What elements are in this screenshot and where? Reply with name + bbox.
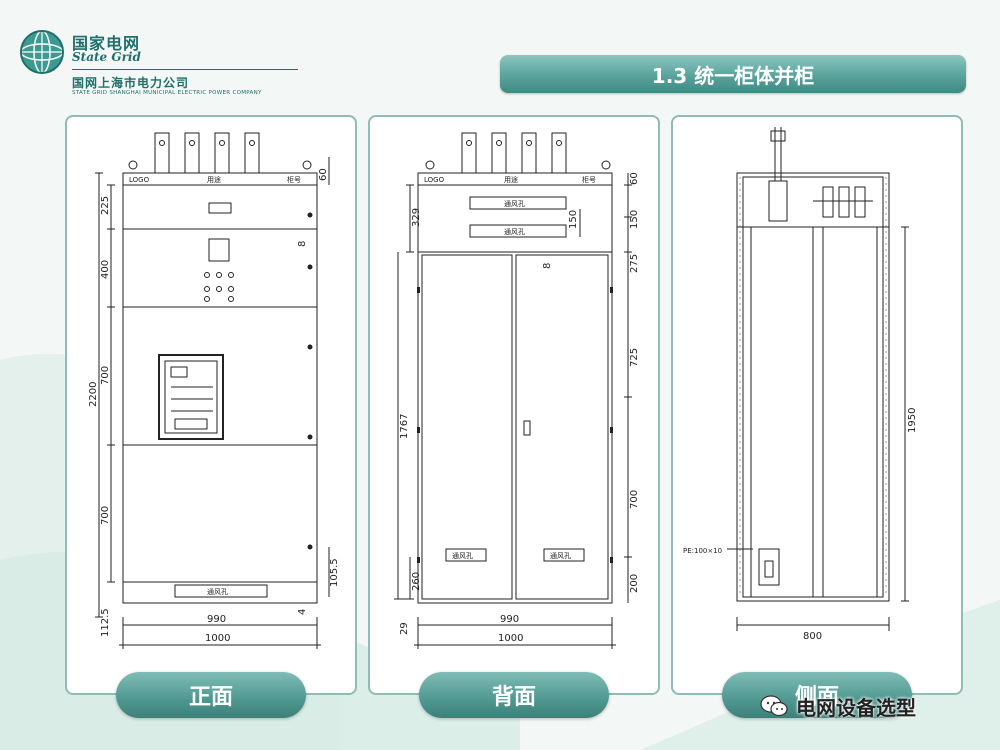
back-dim-150: 150	[629, 210, 640, 229]
side-dim-800: 800	[803, 631, 822, 642]
back-vent-top-1: 通风孔	[504, 199, 525, 208]
company-name-en: STATE GRID SHANGHAI MUNICIPAL ELECTRIC P…	[72, 90, 262, 96]
front-view-panel: LOGO 用途 柜号 通风孔 225 400 700 700 2200 112.…	[65, 115, 357, 695]
front-dim-225: 225	[100, 196, 111, 215]
back-dim-725: 725	[629, 348, 640, 367]
front-view-drawing: LOGO 用途 柜号 通风孔 225 400 700 700 2200 112.…	[88, 132, 340, 649]
company-name-cn: 国网上海市电力公司	[72, 76, 190, 90]
front-vent-label: 通风孔	[207, 587, 228, 596]
back-logo-label: LOGO	[424, 176, 445, 184]
back-dim-1767: 1767	[399, 414, 410, 439]
org-name-cn: 国家电网	[72, 34, 141, 53]
back-dim-60: 60	[629, 172, 640, 185]
side-view-panel: PE:100×10 1950 800	[671, 115, 963, 695]
back-usage-label: 用途	[504, 175, 518, 184]
back-view-drawing: LOGO 用途 柜号 通风孔 通风孔 通风孔 通风孔 329 1767 260 …	[394, 132, 640, 649]
front-logo-label: LOGO	[129, 176, 150, 184]
front-dim-112-5: 112.5	[100, 608, 111, 637]
back-dim-1000: 1000	[498, 633, 523, 644]
side-view-caption: 侧面	[722, 672, 912, 718]
back-vent-bottom-right: 通风孔	[550, 551, 571, 560]
front-dim-105-5: 105.5	[329, 558, 340, 587]
front-number-label: 柜号	[287, 175, 301, 184]
back-dim-329: 329	[411, 208, 422, 227]
back-dim-700: 700	[629, 490, 640, 509]
back-number-label: 柜号	[582, 175, 596, 184]
back-vent-top-2: 通风孔	[504, 227, 525, 236]
back-view-caption: 背面	[419, 672, 609, 718]
watermark: 电网设备选型	[760, 688, 990, 724]
front-dim-700-upper: 700	[100, 366, 111, 385]
wechat-icon	[760, 695, 788, 717]
back-dim-260: 260	[411, 572, 422, 591]
back-vent-bottom-left: 通风孔	[452, 551, 473, 560]
side-dim-1950: 1950	[907, 408, 918, 433]
front-dim-1000: 1000	[205, 633, 230, 644]
front-usage-label: 用途	[207, 175, 221, 184]
watermark-text: 电网设备选型	[796, 695, 916, 720]
front-dim-2200: 2200	[88, 382, 99, 407]
front-dim-side: 4	[297, 609, 308, 615]
back-dim-990: 990	[500, 614, 519, 625]
globe-logo-icon	[20, 30, 64, 74]
org-name-en: State Grid	[72, 50, 141, 64]
back-dim-gap: 8	[542, 263, 553, 269]
back-dim-275: 275	[629, 254, 640, 273]
side-view-drawing: PE:100×10 1950 800	[683, 127, 918, 642]
back-dim-29: 29	[399, 622, 410, 635]
front-dim-60: 60	[318, 168, 329, 181]
back-dim-200: 200	[629, 574, 640, 593]
side-pe-label: PE:100×10	[683, 547, 722, 555]
back-view-panel: LOGO 用途 柜号 通风孔 通风孔 通风孔 通风孔 329 1767 260 …	[368, 115, 660, 695]
slide-title: 1.3 统一柜体并柜	[500, 55, 966, 93]
front-dim-990: 990	[207, 614, 226, 625]
state-grid-logo: 国家电网 State Grid 国网上海市电力公司 STATE GRID SHA…	[18, 26, 298, 96]
front-dim-700-lower: 700	[100, 506, 111, 525]
front-view-caption: 正面	[116, 672, 306, 718]
front-dim-gap: 8	[297, 241, 308, 247]
logo-divider	[72, 69, 298, 70]
back-dim-vent-gap: 150	[568, 210, 579, 229]
front-dim-400: 400	[100, 260, 111, 279]
